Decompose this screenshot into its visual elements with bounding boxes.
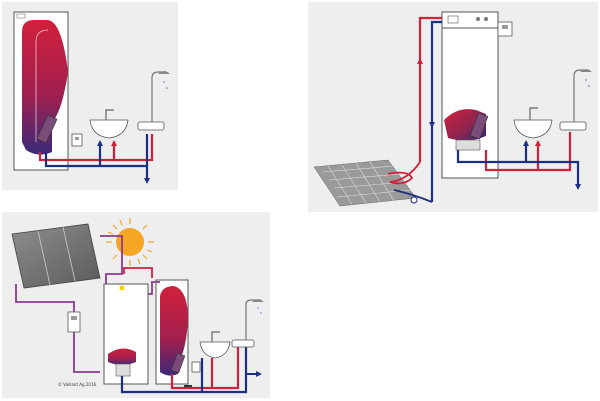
- cold-water-pipe: [456, 150, 580, 186]
- preheat-link-pipe: [148, 281, 160, 295]
- sun-icon: [106, 218, 154, 266]
- washbasin-icon: [89, 119, 129, 139]
- tank-label-plate: [16, 13, 26, 19]
- shower-riser: [151, 71, 162, 122]
- hot-water-pipe: [170, 346, 240, 390]
- solar-collector-icon: [11, 223, 101, 289]
- pump-icon: [67, 311, 81, 333]
- controller-display: [75, 137, 79, 140]
- cold-inlet-arrow: [256, 371, 262, 377]
- panel-wall-heater-system: [2, 2, 178, 190]
- shower-riser: [573, 69, 584, 122]
- controller-icon: [191, 361, 201, 373]
- underfloor-cold-loop: [393, 189, 433, 203]
- cylinder-housing: [441, 11, 499, 179]
- cylinder-sensor: [119, 285, 125, 291]
- panel-cylinder-underfloor-system: [308, 2, 598, 212]
- cold-flow-arrow: [523, 140, 529, 146]
- thermostatic-mixer-icon: [559, 121, 587, 131]
- hot-link-pipe: [123, 267, 153, 278]
- cylinder-control-head: [441, 11, 499, 29]
- hot-water-pipe: [38, 142, 116, 162]
- tank-inner-line: [35, 29, 49, 142]
- heating-element: [170, 352, 186, 374]
- shower-head-icon: [252, 299, 264, 302]
- diagram-cylinder-underfloor: [313, 11, 592, 207]
- cold-inlet-arrow: [144, 178, 150, 184]
- water-heater-icon: [22, 20, 68, 155]
- heating-element: [469, 112, 489, 140]
- shower-drop: [260, 312, 262, 314]
- control-knob: [484, 17, 488, 21]
- shower-riser: [245, 299, 256, 340]
- panel-solar-thermal-system: © Vaillant Ag 2016: [2, 212, 270, 398]
- shower-head-icon: [580, 69, 592, 72]
- solar-return-pipe: [15, 284, 100, 373]
- water-heater-icon: [160, 286, 188, 376]
- hot-flow-arrow: [111, 140, 117, 146]
- control-knob: [476, 17, 480, 21]
- washbasin-icon: [513, 119, 553, 139]
- hot-water-pipe-shower: [114, 134, 154, 162]
- washbasin-icon: [199, 341, 231, 359]
- heating-element: [36, 114, 58, 144]
- cold-flow-arrow: [429, 122, 435, 128]
- basin-tap: [105, 109, 114, 120]
- cold-inlet-arrow: [575, 184, 581, 190]
- cold-flow-arrow: [97, 140, 103, 146]
- cold-water-pipe: [44, 152, 149, 180]
- underfloor-hot-loop: [387, 161, 421, 185]
- shower-drop: [166, 87, 168, 89]
- pump-display: [71, 316, 77, 320]
- shower-head-icon: [158, 71, 170, 74]
- shower-drop: [588, 85, 590, 87]
- hot-flow-arrow: [535, 140, 541, 146]
- diagram-wall-heater: [13, 11, 170, 184]
- basin-tap: [529, 107, 538, 120]
- pump-icon: [410, 196, 418, 204]
- shower-drop: [163, 81, 165, 83]
- hot-flow-pipe: [418, 16, 442, 162]
- thermostatic-mixer-icon: [231, 339, 255, 348]
- controller-display: [502, 25, 508, 29]
- basin-tap: [211, 331, 220, 342]
- shower-drop: [585, 79, 587, 81]
- thermostatic-mixer-icon: [137, 121, 165, 131]
- cold-return-pipe: [430, 20, 442, 202]
- control-display: [447, 15, 459, 24]
- shower-drop: [257, 307, 259, 309]
- hot-water-pipe: [484, 132, 572, 172]
- pump-icon: [455, 139, 481, 151]
- copyright-text: © Vaillant Ag 2016: [58, 382, 97, 387]
- hot-flow-arrow: [417, 58, 423, 64]
- solar-coil: [108, 348, 136, 365]
- cold-water-pipe: [120, 374, 248, 394]
- diagram-solar-thermal: [11, 218, 264, 394]
- pump-icon: [115, 363, 131, 377]
